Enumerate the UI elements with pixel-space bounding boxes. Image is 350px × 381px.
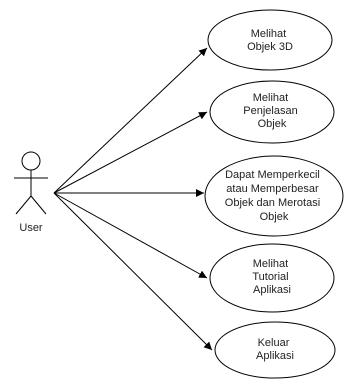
association-line bbox=[53, 47, 208, 194]
use-case-label: Dapat Memperkecil atau Memperbesar Objek… bbox=[225, 169, 323, 223]
use-case-1: Melihat Objek 3D bbox=[207, 9, 333, 71]
associations bbox=[53, 47, 213, 351]
use-case-ellipse bbox=[207, 9, 333, 71]
use-case-label: Melihat Tutorial Aplikasi bbox=[252, 258, 291, 296]
use-case-5: Keluar Aplikasi bbox=[214, 321, 336, 379]
actor-right-leg bbox=[30, 195, 47, 215]
actor-label: User bbox=[19, 222, 43, 234]
use-case-label: Melihat Penjelasan Objek bbox=[243, 92, 301, 130]
association-line bbox=[53, 192, 208, 279]
association-line bbox=[53, 192, 213, 351]
use-case-ellipse bbox=[209, 243, 335, 313]
use-case-2: Melihat Penjelasan Objek bbox=[209, 80, 335, 144]
association-line bbox=[53, 111, 208, 194]
actor-user: User bbox=[14, 151, 48, 234]
use-case-ellipse bbox=[209, 80, 335, 144]
use-case-4: Melihat Tutorial Aplikasi bbox=[209, 243, 335, 313]
use-case-label: Melihat Objek 3D bbox=[247, 28, 293, 53]
actor-left-leg bbox=[15, 195, 32, 215]
use-case-ellipse bbox=[214, 321, 336, 379]
use-case-ellipse bbox=[204, 155, 344, 237]
use-case-3: Dapat Memperkecil atau Memperbesar Objek… bbox=[204, 155, 344, 237]
actor-head bbox=[21, 151, 41, 171]
use-case-label: Keluar Aplikasi bbox=[256, 337, 294, 362]
